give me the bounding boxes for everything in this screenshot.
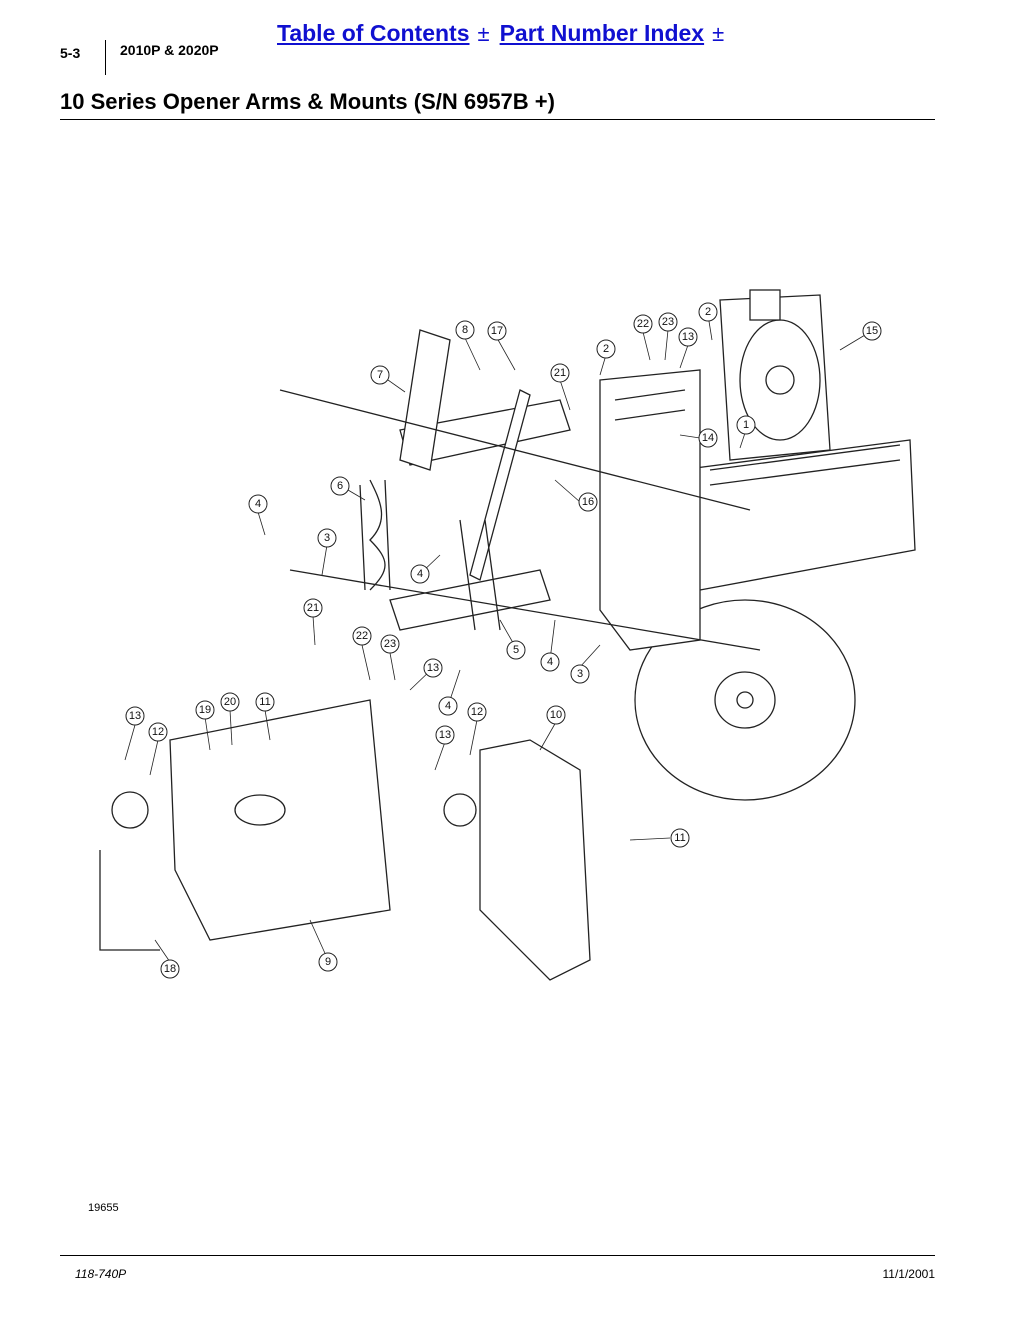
callout-19: 19 [195, 700, 215, 751]
exploded-parts-drawing: 1 2 2 3 3 4 4 4 4 5 6 7 8 9 10 11 11 12 … [99, 289, 916, 981]
header-divider [105, 40, 106, 75]
callout-4d: 4 [438, 669, 461, 716]
mount-plates [599, 369, 701, 651]
svg-text:8: 8 [462, 324, 468, 336]
opener-arms [279, 329, 761, 651]
svg-text:20: 20 [224, 696, 236, 708]
svg-text:4: 4 [255, 498, 261, 510]
svg-text:16: 16 [582, 496, 594, 508]
bottom-brackets [99, 699, 591, 981]
svg-text:19: 19 [199, 704, 211, 716]
svg-text:4: 4 [417, 568, 423, 580]
callout-14: 14 [679, 428, 718, 448]
model-label: 2010P & 2020P [120, 42, 219, 58]
part-number-index-link[interactable]: Part Number Index [499, 20, 705, 46]
table-of-contents-link[interactable]: Table of Contents [277, 20, 470, 46]
svg-text:23: 23 [662, 316, 674, 328]
svg-text:13: 13 [682, 331, 694, 343]
callout-1: 1 [736, 415, 756, 449]
svg-text:4: 4 [445, 700, 451, 712]
callout-18: 18 [154, 939, 180, 979]
svg-text:23: 23 [384, 638, 396, 650]
callout-23b: 23 [658, 312, 678, 361]
svg-text:3: 3 [577, 668, 583, 680]
svg-text:22: 22 [637, 318, 649, 330]
callout-11: 11 [255, 692, 275, 741]
page-title: 10 Series Opener Arms & Mounts (S/N 6957… [60, 89, 555, 114]
callout-20: 20 [220, 692, 240, 746]
callout-17: 17 [487, 321, 516, 371]
callout-16: 16 [554, 479, 598, 512]
svg-text:12: 12 [152, 726, 164, 738]
svg-text:10: 10 [550, 709, 562, 721]
frame-assembly [634, 289, 916, 801]
callout-22: 22 [352, 626, 372, 681]
callout-13: 13 [124, 706, 145, 761]
callout-13c: 13 [434, 725, 455, 771]
header-nav: Table of Contents ± Part Number Index ± [277, 20, 734, 47]
svg-text:2: 2 [603, 343, 609, 355]
index-arrow-icon[interactable]: ± [712, 21, 725, 46]
callout-9: 9 [309, 919, 338, 972]
callout-4c: 4 [540, 619, 560, 672]
callout-group: 1 2 2 3 3 4 4 4 4 5 6 7 8 9 10 11 11 12 … [124, 302, 882, 979]
svg-text:22: 22 [356, 630, 368, 642]
callout-12b: 12 [467, 702, 487, 756]
callout-3b: 3 [570, 644, 601, 684]
callout-8: 8 [455, 320, 481, 371]
svg-text:17: 17 [491, 325, 503, 337]
figure-id: 19655 [88, 1202, 119, 1214]
svg-text:4: 4 [547, 656, 553, 668]
callout-13b: 13 [409, 658, 443, 691]
callout-4b: 4 [410, 554, 441, 584]
svg-text:14: 14 [702, 432, 714, 444]
callout-12: 12 [148, 722, 168, 776]
toc-arrow-icon[interactable]: ± [477, 21, 490, 46]
svg-text:7: 7 [377, 369, 383, 381]
svg-text:11: 11 [259, 696, 270, 708]
svg-text:15: 15 [866, 325, 878, 337]
svg-text:1: 1 [743, 419, 749, 431]
callout-13d: 13 [678, 327, 698, 369]
doc-number: 118-740P [75, 1267, 127, 1281]
svg-text:2: 2 [705, 306, 711, 318]
title-rule [60, 119, 935, 120]
svg-text:13: 13 [129, 710, 141, 722]
callout-11b: 11 [629, 828, 690, 848]
svg-text:6: 6 [337, 480, 343, 492]
page-number: 5-3 [60, 45, 81, 61]
svg-text:5: 5 [513, 644, 519, 656]
callout-10: 10 [539, 705, 566, 751]
svg-text:13: 13 [427, 662, 439, 674]
callout-2b: 2 [596, 339, 616, 376]
callout-22b: 22 [633, 314, 653, 361]
svg-text:21: 21 [307, 602, 319, 614]
doc-date: 11/1/2001 [882, 1267, 936, 1281]
svg-text:13: 13 [439, 729, 451, 741]
svg-text:18: 18 [164, 963, 176, 975]
callout-15: 15 [839, 321, 882, 351]
svg-text:9: 9 [325, 956, 331, 968]
callout-4: 4 [248, 494, 268, 536]
callout-5: 5 [499, 619, 526, 660]
callout-21b: 21 [550, 363, 571, 411]
callout-3: 3 [317, 528, 337, 576]
svg-text:3: 3 [324, 532, 330, 544]
svg-text:12: 12 [471, 706, 483, 718]
footer-rule [60, 1255, 935, 1256]
callout-21: 21 [303, 598, 323, 646]
callout-2: 2 [698, 302, 718, 341]
callout-7: 7 [370, 365, 406, 393]
callout-23: 23 [380, 634, 400, 681]
callout-6: 6 [330, 476, 366, 501]
svg-text:11: 11 [674, 832, 685, 844]
svg-text:21: 21 [554, 367, 566, 379]
